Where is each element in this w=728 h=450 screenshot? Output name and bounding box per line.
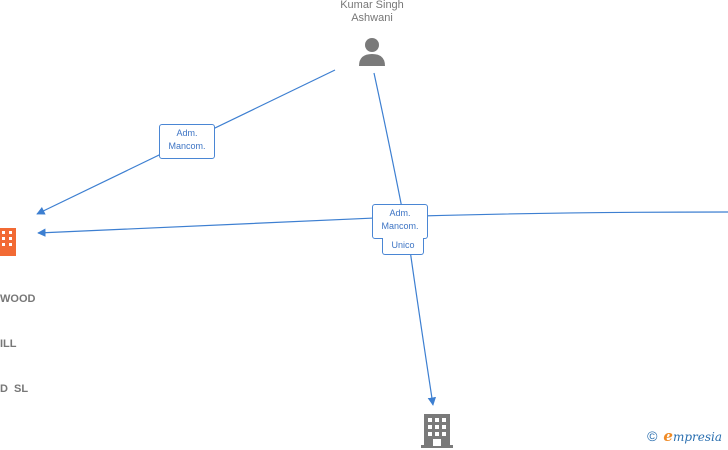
person-name-label[interactable]: Kumar Singh Ashwani (322, 0, 422, 25)
empresia-watermark[interactable]: © empresia (647, 427, 722, 445)
building-icon-bottom[interactable] (421, 414, 453, 448)
brand-logo: empresia (663, 427, 722, 445)
brand-rest: mpresia (672, 430, 722, 444)
company-left-label[interactable]: WOOD ILL D SL (0, 262, 35, 412)
edge-label-center-line2: Mancom. (381, 221, 419, 231)
edge-label-left-line2: Mancom. (168, 141, 206, 151)
building-icon-left[interactable] (0, 228, 16, 256)
person-name-line1: Kumar Singh (340, 0, 404, 11)
company-left-line2: ILL (0, 338, 17, 350)
edge-label-left-line1: Adm. (176, 128, 198, 138)
edge-right-to-left-company (37, 211, 728, 237)
edge-label-adm-mancom-left[interactable]: Adm. Mancom. (159, 124, 215, 159)
edge-label-adm-mancom-center[interactable]: Adm. Mancom. (372, 204, 428, 239)
person-name-line2: Ashwani (351, 12, 393, 24)
company-left-line1: WOOD (0, 293, 36, 305)
edge-label-unico-text: Unico (391, 240, 415, 250)
person-icon[interactable] (359, 38, 385, 66)
edge-label-center-line1: Adm. (389, 208, 411, 218)
copyright-symbol: © (647, 428, 658, 444)
edge-label-unico[interactable]: Unico (382, 238, 424, 255)
company-left-line3: D SL (0, 383, 29, 395)
brand-initial: e (663, 427, 673, 445)
